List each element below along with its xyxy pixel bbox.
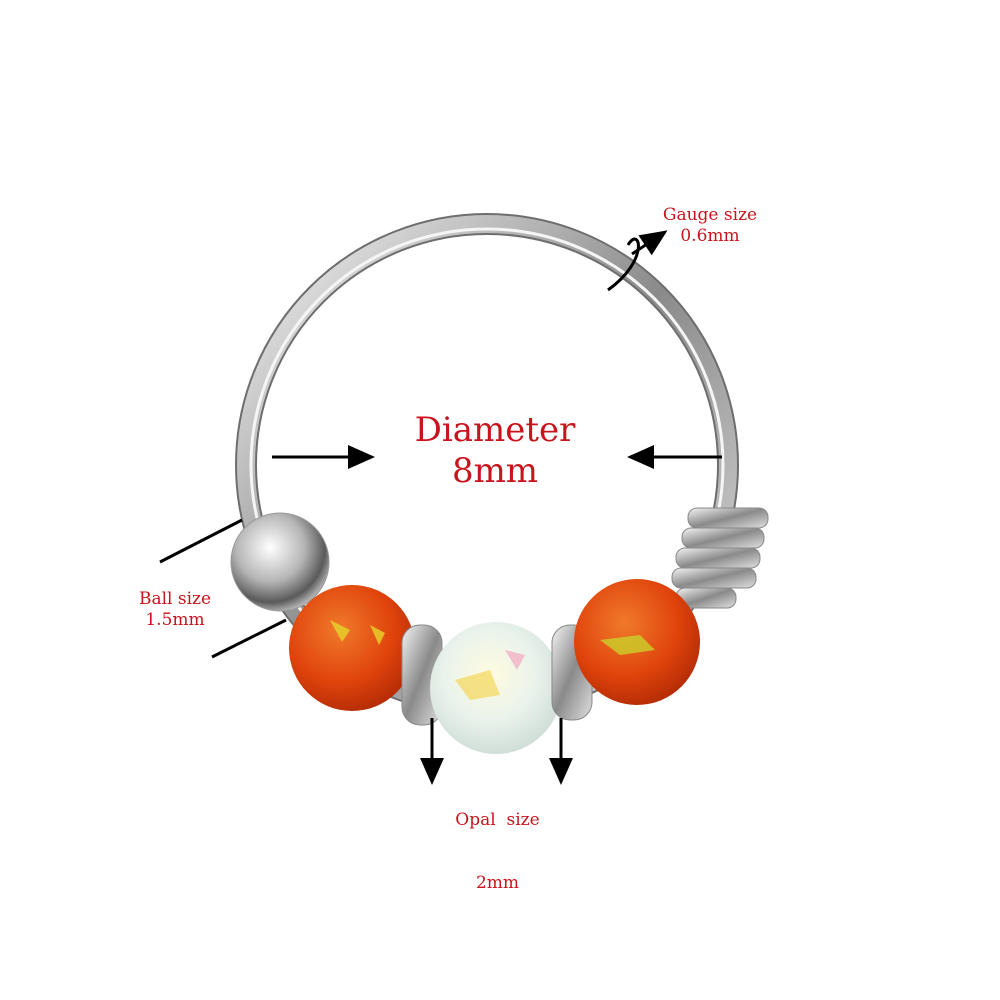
opal-value: 2mm <box>475 873 520 894</box>
diameter-value: 8mm <box>451 450 539 491</box>
ball-value: 1.5mm <box>145 610 205 631</box>
gauge-value: 0.6mm <box>680 226 740 247</box>
dimension-arrows <box>159 232 722 785</box>
gauge-title: Gauge size <box>662 205 758 225</box>
coil-spacers <box>671 507 769 609</box>
opal-title: Opal size <box>455 809 540 830</box>
opal-label: Opal size 2mm <box>440 767 555 916</box>
ball-label: Ball size 1.5mm <box>120 589 230 632</box>
end-ball <box>230 512 330 612</box>
orange-opal-left <box>289 585 415 711</box>
ball-title: Ball size <box>138 589 212 609</box>
gauge-label: Gauge size 0.6mm <box>650 205 770 248</box>
diameter-label: Diameter 8mm <box>400 410 590 492</box>
diameter-title: Diameter <box>414 410 576 450</box>
